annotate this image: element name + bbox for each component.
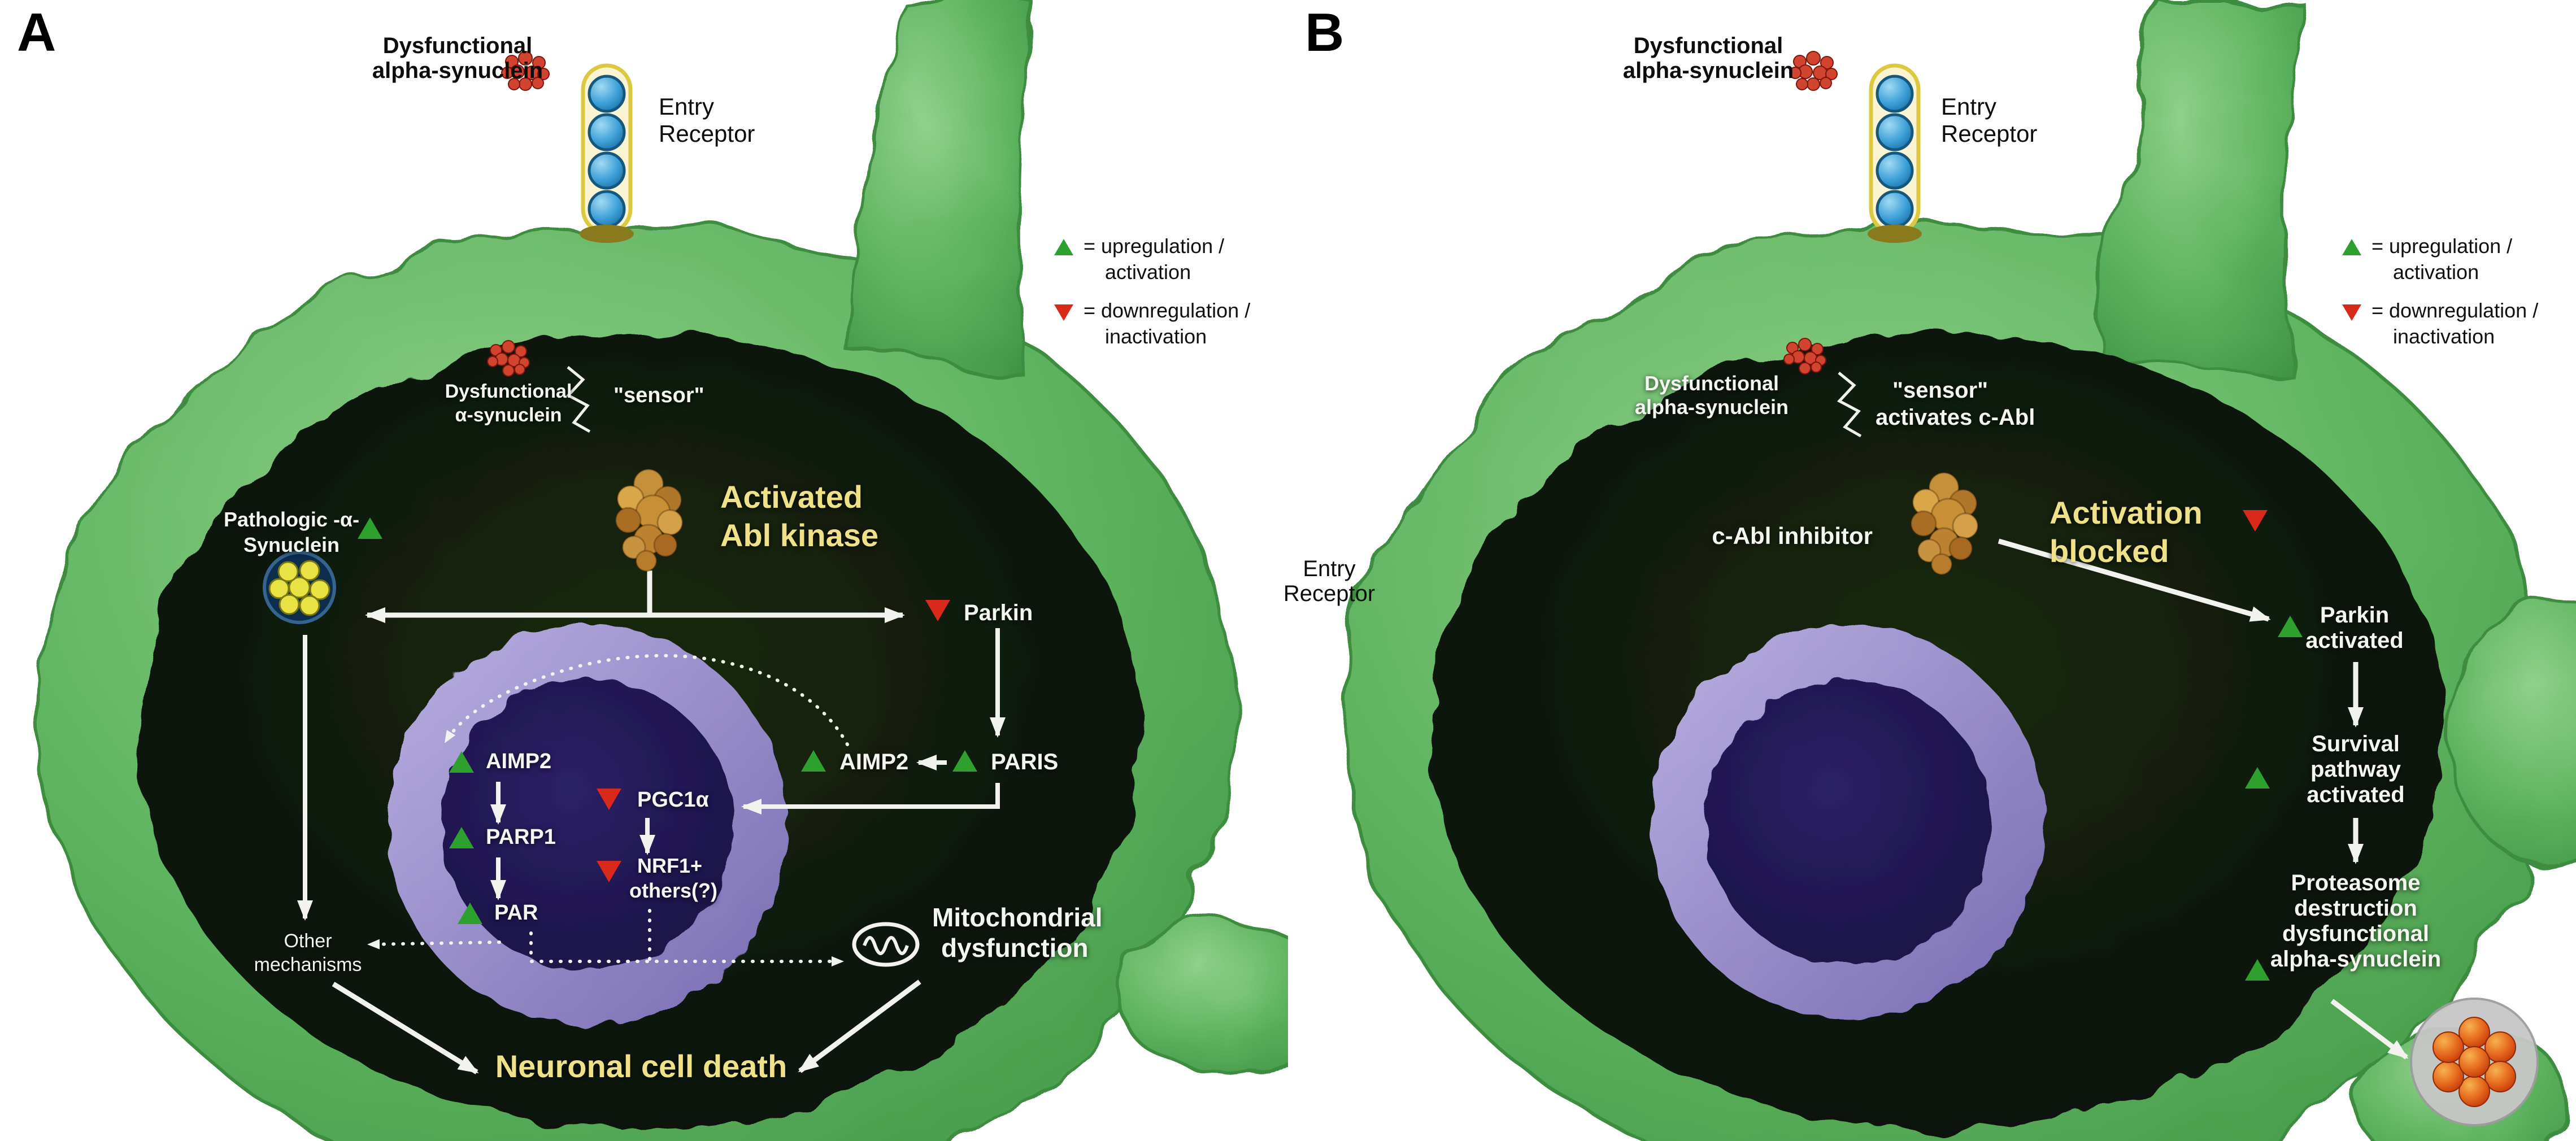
nrf1-others-label: others(?): [629, 879, 717, 902]
abl-kinase-icon: [615, 468, 684, 572]
parkin-label: Parkin: [964, 600, 1033, 625]
other-mechanisms-label: mechanisms: [254, 954, 362, 975]
proteasome-destruction-label: alpha-synuclein: [2270, 947, 2442, 972]
sensor-label: "sensor": [613, 384, 704, 407]
other-mechanisms-label: Other: [284, 930, 332, 952]
proteasome-destruction-label: dysfunctional: [2282, 921, 2430, 946]
down-triangle-icon: [597, 861, 621, 882]
sensor-activates-label: activates c-Abl: [1876, 405, 2035, 430]
up-triangle-icon: [1054, 239, 1073, 255]
mitochondrial-dysfunction-label: dysfunction: [941, 933, 1089, 963]
pathologic-synuclein-label: Synuclein: [243, 533, 340, 556]
dysfunctional-synuclein-label: Dysfunctional: [445, 381, 572, 402]
cell-illustration-b: [1340, 0, 2576, 1141]
activation-blocked-label: Activation: [2050, 495, 2203, 530]
panel-a-letter: A: [17, 2, 56, 63]
legend-down-text: = downregulation /: [2372, 299, 2539, 322]
up-triangle-icon: [952, 750, 977, 772]
down-triangle-icon: [925, 600, 950, 621]
alpha-synuclein-aggregate-icon: [1783, 338, 1826, 374]
up-triangle-icon: [449, 751, 474, 773]
up-triangle-icon: [2245, 959, 2270, 981]
legend-up-text: activation: [1105, 260, 1191, 284]
activation-blocked-label: blocked: [2050, 533, 2169, 569]
aimp2-cyto-label: AIMP2: [839, 750, 909, 774]
dysfunctional-synuclein-label: Dysfunctional: [1644, 372, 1779, 395]
up-triangle-icon: [2342, 239, 2361, 255]
entry-receptor-side-label: Receptor: [1283, 581, 1376, 606]
up-triangle-icon: [458, 903, 482, 924]
mitochondrial-dysfunction-label: Mitochondrial: [932, 903, 1103, 932]
legend-down-text: inactivation: [1105, 325, 1207, 348]
abl-kinase-icon: [1910, 472, 1979, 576]
proteasome-sphere-icon: [2410, 998, 2539, 1126]
survival-pathway-label: pathway: [2310, 757, 2401, 782]
panel-b: B Dysfunctional alpha-synuclein Entry Re…: [1283, 0, 2576, 1141]
pgc1a-label: PGC1α: [637, 788, 709, 812]
dysfunctional-synuclein-label: alpha-synuclein: [1634, 395, 1789, 419]
legend-up-text: = upregulation /: [1084, 234, 1225, 258]
legend-down-text: inactivation: [2393, 325, 2495, 348]
sensor-activates-label: "sensor": [1892, 378, 1988, 403]
up-triangle-icon: [2245, 767, 2270, 789]
alpha-synuclein-aggregate-icon: [1789, 51, 1838, 91]
parkin-activated-label: Parkin: [2320, 603, 2390, 628]
alpha-synuclein-aggregate-icon: [501, 51, 550, 91]
entry-receptor-icon: [580, 63, 634, 243]
alpha-synuclein-aggregate-icon: [487, 340, 530, 377]
top-synuclein-label: Dysfunctional: [1633, 33, 1783, 58]
pathway-arrows-a: [297, 366, 1006, 1074]
proteasome-destruction-label: Proteasome: [2291, 870, 2421, 895]
entry-receptor-icon: [1868, 63, 1922, 243]
legend-up-text: = upregulation /: [2372, 234, 2513, 258]
entry-receptor-label: Entry: [659, 93, 715, 120]
down-triangle-icon: [2342, 304, 2361, 321]
mitochondria-icon: [852, 922, 920, 967]
cell-illustration-a: [38, 0, 1288, 1141]
sensor-squiggle-icon: [1837, 372, 1862, 438]
nuclear-aimp2-label: AIMP2: [486, 750, 552, 773]
activated-abl-label: Activated: [720, 479, 863, 515]
paris-label: PARIS: [991, 750, 1059, 774]
activated-abl-label: Abl kinase: [720, 517, 879, 553]
up-triangle-icon: [801, 750, 826, 772]
panel-a: A Dysfunctional alpha-synuclein Entry Re…: [17, 0, 1288, 1141]
down-triangle-icon: [1054, 304, 1073, 321]
top-synuclein-label: alpha-synuclein: [1622, 58, 1794, 83]
survival-pathway-label: activated: [2307, 782, 2405, 807]
parkin-activated-label: activated: [2305, 628, 2404, 653]
down-triangle-icon: [2243, 510, 2268, 532]
panel-b-letter: B: [1305, 2, 1344, 63]
top-synuclein-label: Dysfunctional: [382, 33, 533, 58]
legend-down-text: = downregulation /: [1084, 299, 1251, 322]
up-triangle-icon: [449, 827, 474, 848]
top-synuclein-label: alpha-synuclein: [372, 58, 543, 83]
pathway-arrows-b: [1837, 372, 2409, 1060]
entry-receptor-side-label: Entry: [1303, 556, 1356, 581]
entry-receptor-label: Receptor: [1941, 120, 2038, 147]
entry-receptor-label: Entry: [1941, 93, 1997, 120]
entry-receptor-label: Receptor: [659, 120, 755, 147]
nucleus-a: [388, 625, 787, 1025]
cabl-inhibitor-label: c-Abl inhibitor: [1712, 522, 1873, 549]
up-triangle-icon: [358, 517, 382, 539]
neuronal-cell-death-label: Neuronal cell death: [495, 1048, 787, 1084]
dysfunctional-synuclein-label: α-synuclein: [455, 404, 562, 426]
down-triangle-icon: [597, 789, 621, 810]
pathologic-synuclein-label: Pathologic -α-: [223, 508, 360, 531]
parp1-label: PARP1: [486, 825, 556, 849]
proteasome-destruction-label: destruction: [2294, 896, 2417, 921]
nrf1-label: NRF1+: [637, 854, 703, 877]
legend-up-text: activation: [2393, 260, 2479, 284]
pathologic-synuclein-cluster-icon: [263, 551, 336, 624]
nucleus-b: [1651, 625, 2044, 1018]
up-triangle-icon: [2278, 616, 2303, 637]
sensor-squiggle-icon: [565, 366, 591, 433]
par-label: PAR: [494, 901, 538, 925]
survival-pathway-label: Survival: [2312, 731, 2400, 756]
